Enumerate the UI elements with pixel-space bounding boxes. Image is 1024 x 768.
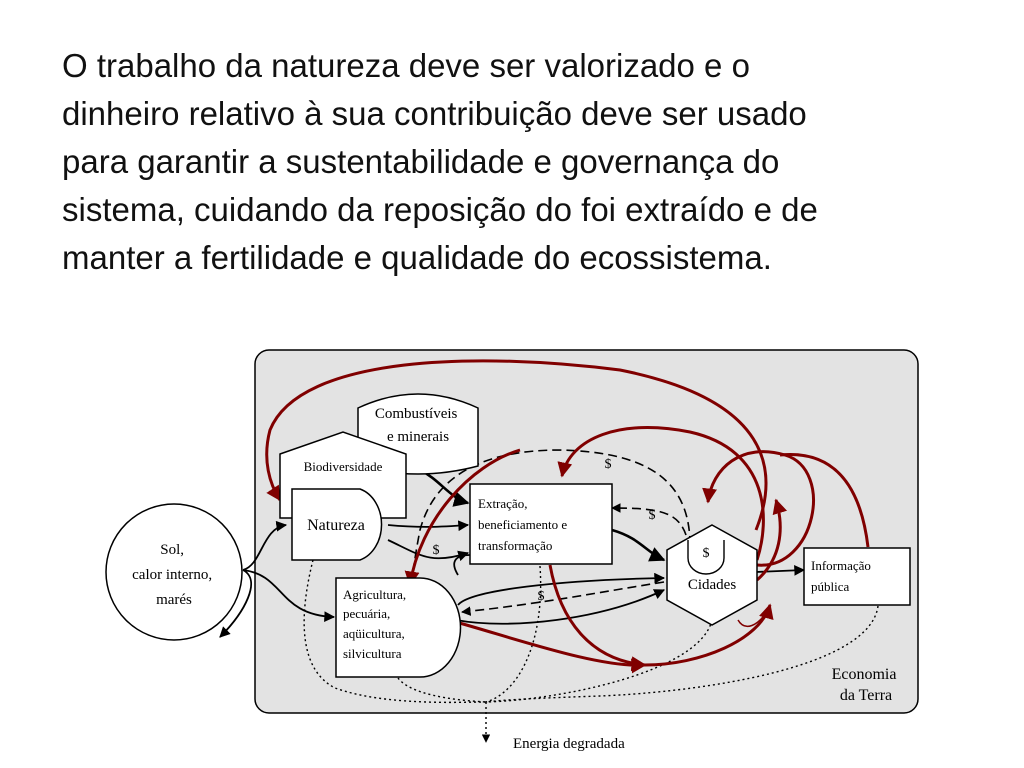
cities-node: [666, 524, 758, 626]
value-flows: [265, 359, 870, 674]
agriculture-label: Agricultura, pecuária, aqüicultura, silv…: [343, 587, 409, 661]
degraded-energy-label: Energia degradada: [513, 736, 625, 752]
public-information-node: [803, 547, 911, 606]
money-label: $: [605, 457, 612, 472]
paragraph-line: manter a fertilidade e qualidade do ecos…: [62, 239, 772, 276]
cities-money-label: $: [703, 546, 710, 561]
paragraph-line: para garantir a sustentabilidade e gover…: [62, 143, 780, 180]
sun-label: Sol, calor interno, marés: [132, 542, 216, 608]
extraction-label: Extração, beneficiamento e transformação: [478, 496, 570, 553]
money-label: $: [538, 589, 545, 604]
fuels-minerals-label: Combustíveis e minerais: [375, 406, 461, 445]
cities-label: Cidades: [688, 577, 736, 593]
cities-money-storage: [687, 540, 725, 575]
nature-label: Natureza: [307, 517, 365, 534]
agriculture-node: [335, 577, 462, 678]
earth-economy-label: Economia da Terra: [832, 666, 901, 704]
slide-paragraph: O trabalho da natureza deve ser valoriza…: [62, 42, 992, 282]
public-information-label: Informação pública: [811, 558, 874, 594]
paragraph-line: O trabalho da natureza deve ser valoriza…: [62, 47, 750, 84]
extraction-node: [469, 483, 613, 565]
money-label: $: [649, 508, 656, 523]
money-label: $: [433, 543, 440, 558]
degraded-energy-flows: [303, 559, 879, 743]
paragraph-line: sistema, cuidando da reposição do foi ex…: [62, 191, 818, 228]
nature-node: [291, 488, 383, 561]
sun-source-node: [105, 503, 243, 641]
paragraph-line: dinheiro relativo à sua contribuição dev…: [62, 95, 807, 132]
biodiversity-label: Biodiversidade: [304, 459, 383, 474]
